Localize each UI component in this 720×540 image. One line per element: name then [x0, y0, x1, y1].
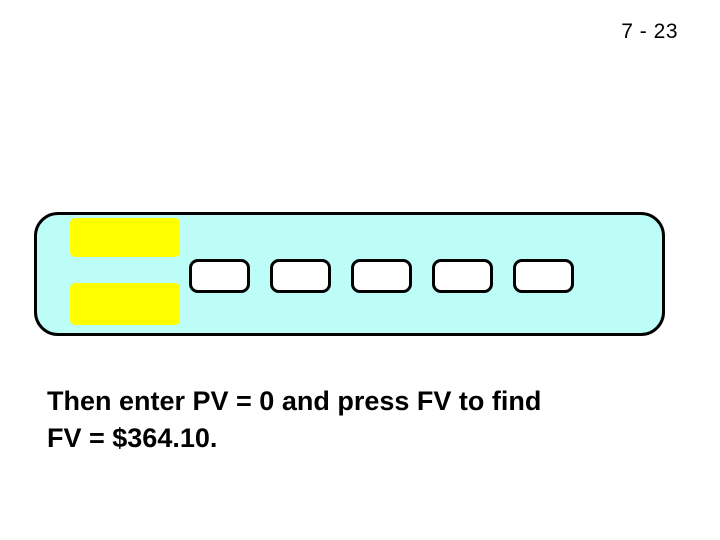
calculator-key-pmt[interactable] — [432, 259, 493, 293]
calculator-key-row — [189, 259, 574, 293]
caption-text: Then enter PV = 0 and press FV to find F… — [47, 383, 667, 457]
calculator-highlight-top — [70, 218, 180, 257]
slide-number: 7 - 23 — [621, 20, 678, 43]
calculator-panel — [34, 212, 665, 336]
calculator-key-pv[interactable] — [351, 259, 412, 293]
caption-line-1: Then enter PV = 0 and press FV to find — [47, 386, 542, 416]
calculator-key-i[interactable] — [270, 259, 331, 293]
calculator-highlight-bottom — [70, 283, 180, 325]
caption-line-2: FV = $364.10. — [47, 423, 218, 453]
calculator-key-n[interactable] — [189, 259, 250, 293]
calculator-key-fv[interactable] — [513, 259, 574, 293]
